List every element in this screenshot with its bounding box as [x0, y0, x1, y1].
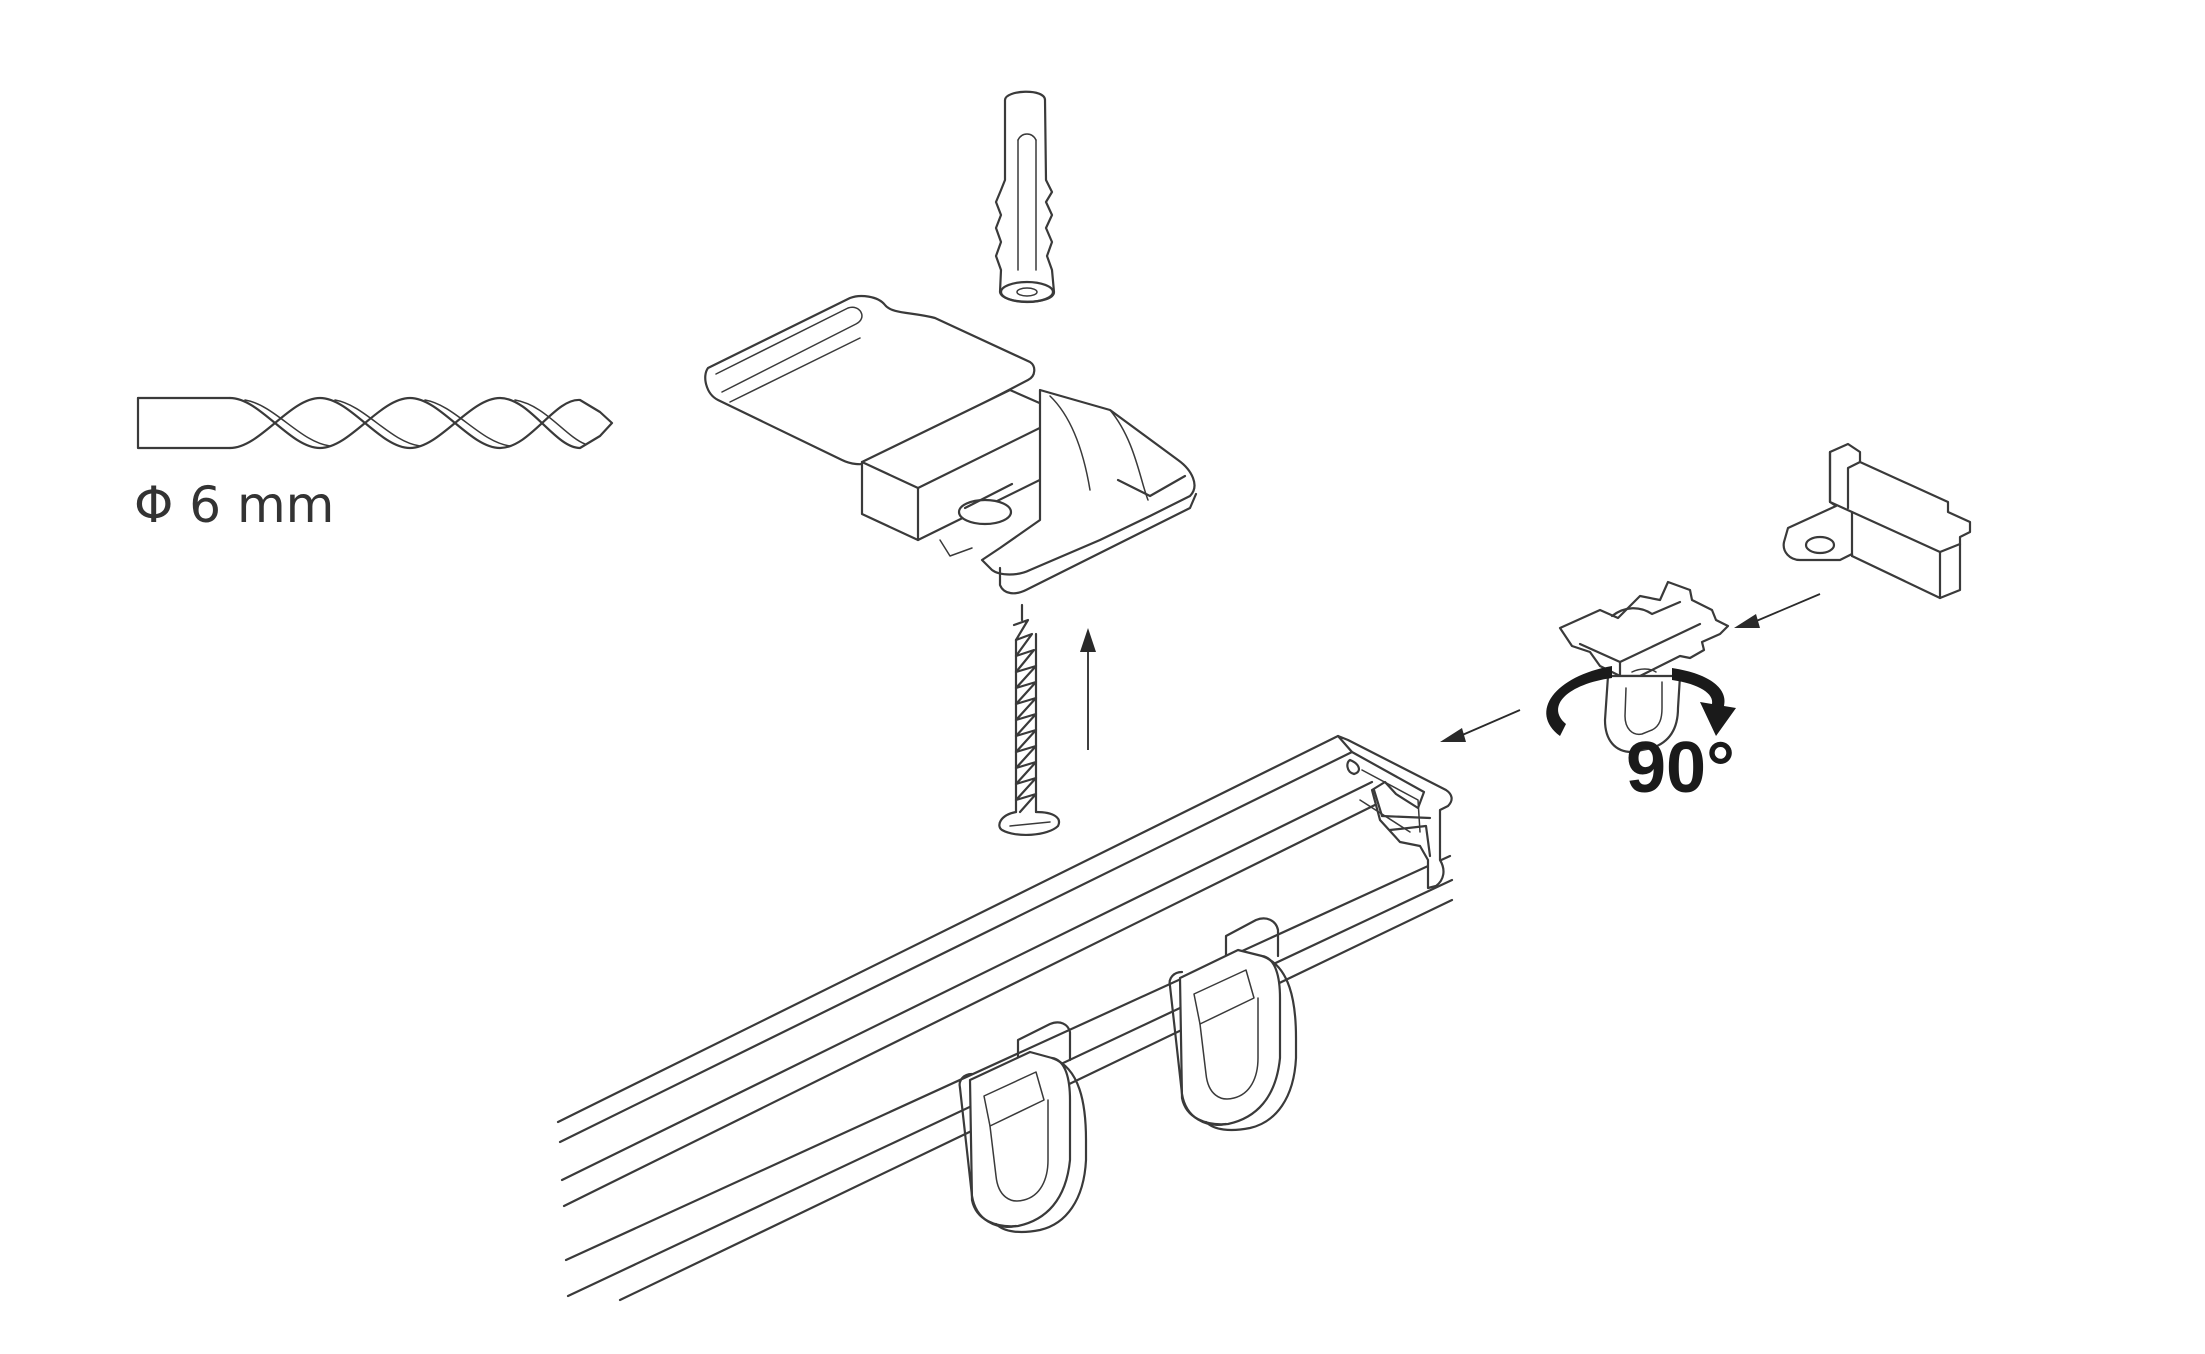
- insert-arrow-up-icon: [1080, 628, 1096, 750]
- direction-arrow-icon: [1440, 709, 1521, 742]
- rotation-arrow-icon: [1546, 666, 1736, 736]
- direction-arrow-icon: [1734, 593, 1821, 628]
- glider-hook-icon: [958, 1021, 1088, 1234]
- glider-runner-icon: [1558, 580, 1730, 754]
- curtain-rail-icon: [556, 734, 1454, 1302]
- drill-bit-icon: [136, 396, 614, 450]
- ceiling-bracket-icon: [704, 294, 1198, 595]
- rotation-angle-label: 90°: [1626, 728, 1735, 808]
- end-cap-icon: [1782, 442, 1972, 600]
- glider-hook-icon: [1168, 917, 1298, 1132]
- drill-diameter-label: Φ 6 mm: [134, 476, 334, 534]
- screw-icon: [998, 603, 1061, 836]
- wall-plug-icon: [994, 90, 1056, 304]
